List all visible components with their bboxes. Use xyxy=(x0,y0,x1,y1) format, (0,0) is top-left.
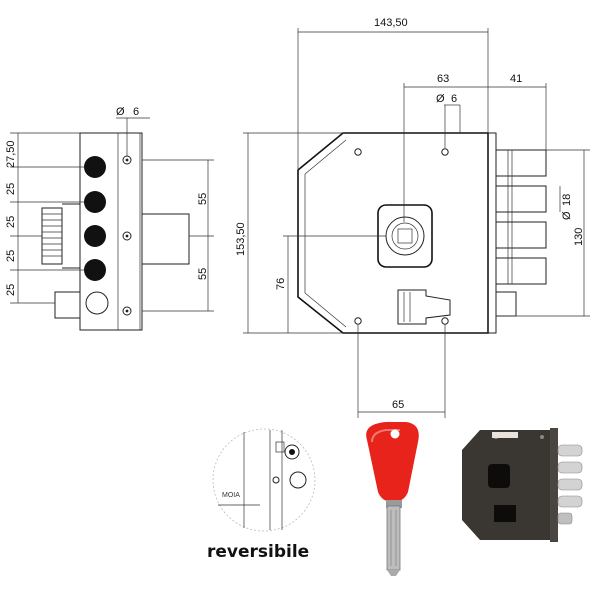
dim-backset: 63 xyxy=(437,73,449,85)
dim-side-pitch-1: 25 xyxy=(5,183,17,195)
dim-top-hole-dia-symbol: Ø xyxy=(436,93,445,105)
dim-side-right-upper: 55 xyxy=(197,193,209,205)
inset-brand: MOIA xyxy=(222,492,240,499)
dim-body-height: 130 xyxy=(573,228,585,246)
dim-bolt-projection: 41 xyxy=(510,73,522,85)
lock-photo-bolts xyxy=(557,444,583,525)
dim-cylinder-axis: 76 xyxy=(275,278,287,290)
dim-height: 153,50 xyxy=(235,222,247,256)
dim-side-pitch-3: 25 xyxy=(5,250,17,262)
knob-knurl xyxy=(42,213,62,257)
bolt-head-3 xyxy=(84,225,106,247)
dim-bolt-dia-symbol: Ø xyxy=(561,211,573,220)
dim-side-hole-dia: 6 xyxy=(133,106,139,118)
dim-bolt-dia: 18 xyxy=(561,194,573,206)
dim-side-hole-dia-symbol: Ø xyxy=(116,106,125,118)
latch-circle xyxy=(85,291,109,315)
front-view xyxy=(243,28,590,418)
dim-bottom-holes: 65 xyxy=(392,399,404,411)
bolt-head-2 xyxy=(84,191,106,213)
lock-photo xyxy=(462,428,583,542)
bolt-head-4 xyxy=(84,259,106,281)
dim-top-hole-dia: 6 xyxy=(451,93,457,105)
dim-overall-width: 143,50 xyxy=(374,17,408,29)
dim-side-right-lower: 55 xyxy=(197,268,209,280)
dim-side-pitch-4: 25 xyxy=(5,284,17,296)
dim-side-top: 27,50 xyxy=(5,140,17,168)
key-image xyxy=(366,422,419,576)
bolt-head-1 xyxy=(84,156,106,178)
side-view xyxy=(10,117,214,331)
reversible-inset: MOIA xyxy=(212,428,316,532)
dim-side-pitch-2: 25 xyxy=(5,216,17,228)
reversible-caption: reversibile xyxy=(207,542,309,562)
